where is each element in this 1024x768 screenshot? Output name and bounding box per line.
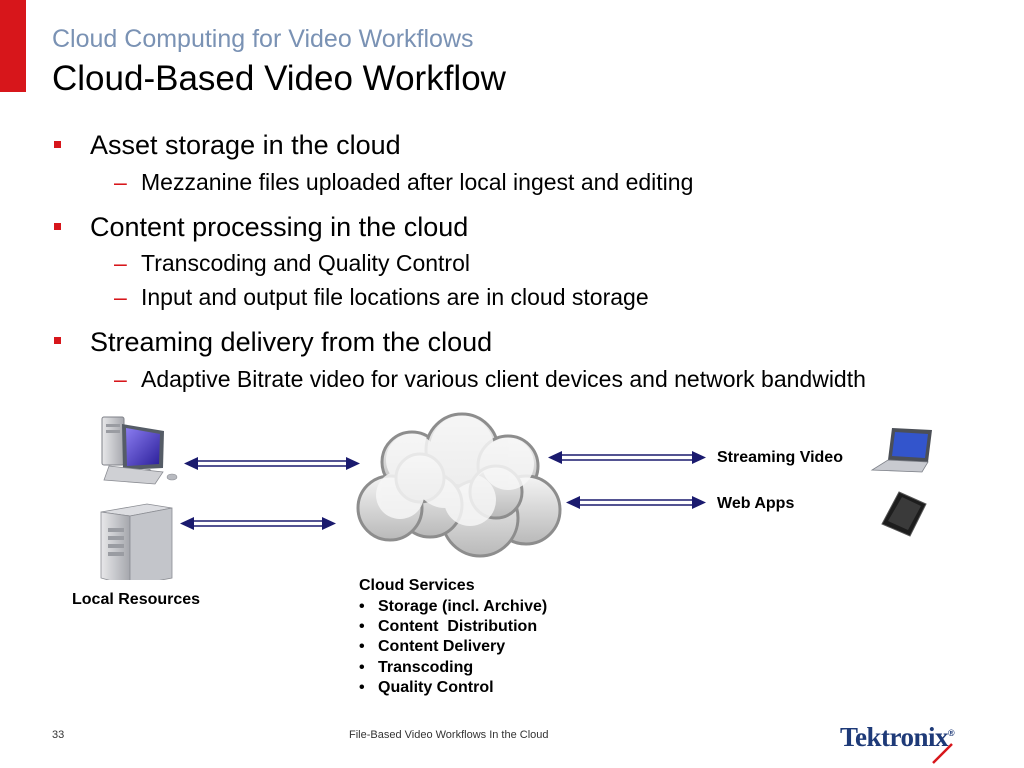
web-apps-label: Web Apps bbox=[717, 495, 795, 512]
local-resources-label: Local Resources bbox=[72, 591, 201, 608]
bullet-item: Asset storage in the cloud bbox=[90, 130, 401, 160]
arrow-head-icon bbox=[548, 451, 562, 464]
arrow-head-icon bbox=[692, 496, 706, 509]
bullet-item: Streaming delivery from the cloud bbox=[90, 327, 493, 357]
bullet-item: Content processing in the cloud bbox=[90, 212, 469, 242]
cloud-service-item: •Quality Control bbox=[359, 679, 494, 696]
sub-bullet-marker: – bbox=[114, 284, 127, 310]
tablet-icon bbox=[881, 491, 927, 537]
sub-bullet-item: Input and output file locations are in c… bbox=[141, 284, 649, 310]
arrow-head-icon bbox=[346, 457, 360, 470]
laptop-icon bbox=[870, 428, 932, 473]
workflow-diagram bbox=[100, 412, 932, 580]
bullet-marker bbox=[54, 337, 61, 344]
cloud-service-item: •Storage (incl. Archive) bbox=[359, 598, 548, 615]
sub-bullet-item: Transcoding and Quality Control bbox=[141, 250, 470, 276]
tektronix-logo: Tektronix® bbox=[840, 722, 955, 752]
page-number: 33 bbox=[52, 729, 65, 741]
cloud-highlight bbox=[376, 416, 534, 526]
arrow-head-icon bbox=[692, 451, 706, 464]
bidirectional-arrow-icon bbox=[560, 454, 694, 461]
bullet-marker bbox=[54, 223, 61, 230]
footer-title: File-Based Video Workflows In the Cloud bbox=[349, 729, 549, 741]
sub-bullet-item: Adaptive Bitrate video for various clien… bbox=[141, 366, 866, 392]
desktop-computer-icon bbox=[101, 416, 178, 485]
cloud-service-item: •Content Delivery bbox=[359, 638, 506, 655]
bidirectional-arrow-icon bbox=[578, 499, 694, 506]
arrow-head-icon bbox=[184, 457, 198, 470]
streaming-video-label: Streaming Video bbox=[717, 449, 843, 466]
logo-swoosh-icon bbox=[932, 743, 953, 764]
sub-bullet-marker: – bbox=[114, 366, 127, 392]
arrow-head-icon bbox=[180, 517, 194, 530]
bullet-marker bbox=[54, 141, 61, 148]
server-tower-icon bbox=[100, 503, 173, 580]
sub-bullet-marker: – bbox=[114, 169, 127, 195]
slide-supertitle: Cloud Computing for Video Workflows bbox=[52, 25, 474, 53]
cloud-service-item: •Transcoding bbox=[359, 659, 474, 676]
bidirectional-arrow-icon bbox=[196, 460, 348, 467]
cloud-services-heading: Cloud Services bbox=[359, 577, 475, 594]
cloud-service-item: •Content Distribution bbox=[359, 618, 538, 635]
accent-bar bbox=[0, 0, 26, 92]
arrow-head-icon bbox=[322, 517, 336, 530]
bidirectional-arrow-icon bbox=[192, 520, 324, 527]
slide-title: Cloud-Based Video Workflow bbox=[52, 59, 506, 98]
sub-bullet-marker: – bbox=[114, 250, 127, 276]
sub-bullet-item: Mezzanine files uploaded after local ing… bbox=[141, 169, 694, 195]
arrow-head-icon bbox=[566, 496, 580, 509]
